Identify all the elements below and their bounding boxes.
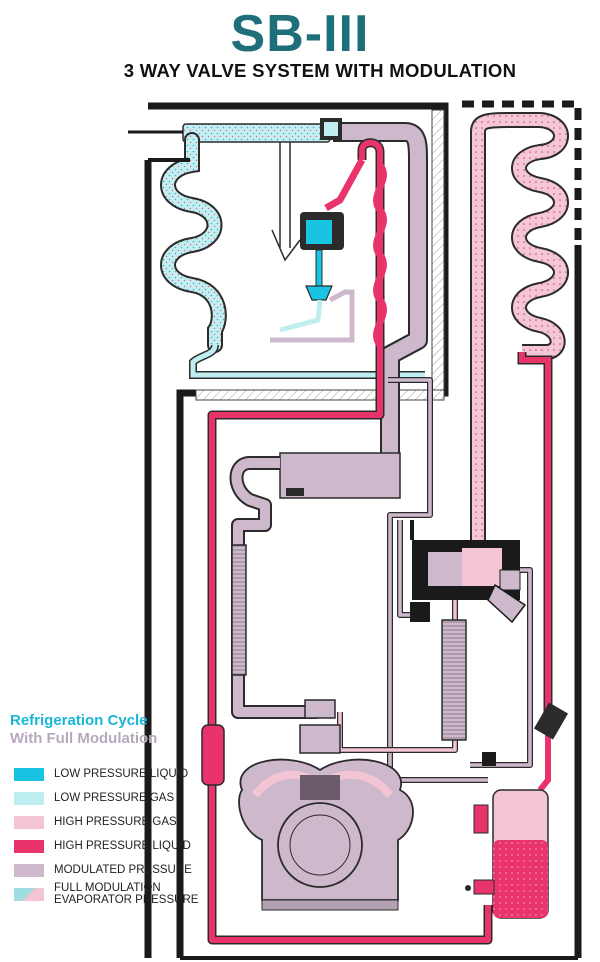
legend-label: FULL MODULATION EVAPORATOR PRESSURE (54, 882, 199, 906)
legend-item: HIGH PRESSURE LIQUID (14, 836, 191, 856)
legend-label: HIGH PRESSURE GAS (54, 816, 177, 828)
legend-swatch (14, 839, 44, 853)
legend-item: LOW PRESSURE GAS (14, 788, 174, 808)
legend-swatch (14, 815, 44, 829)
legend-item: MODULATED PRESSURE (14, 860, 192, 880)
modulation-lines (337, 377, 533, 783)
legend-swatch (14, 887, 44, 901)
legend-swatch (14, 863, 44, 877)
legend-label: HIGH PRESSURE LIQUID (54, 840, 191, 852)
page-title: SB-III (230, 5, 370, 63)
modulated-suction-line (229, 122, 428, 719)
three-way-valve (410, 520, 527, 624)
legend: Refrigeration Cycle With Full Modulation… (10, 712, 200, 906)
legend-swatch (14, 791, 44, 805)
legend-item: FULL MODULATION EVAPORATOR PRESSURE (14, 882, 199, 906)
page-subtitle: 3 WAY VALVE SYSTEM WITH MODULATION (123, 60, 517, 81)
legend-label: LOW PRESSURE GAS (54, 792, 175, 804)
legend-label: LOW PRESSURE LIQUID (54, 768, 189, 780)
cabinet-outline (144, 100, 582, 960)
legend-label: MODULATED PRESSURE (54, 864, 192, 876)
receiver-tank (465, 789, 549, 919)
legend-heading: Refrigeration Cycle (10, 712, 148, 729)
legend-subheading: With Full Modulation (10, 730, 158, 747)
high-pressure-liquid-line (201, 138, 493, 945)
legend-swatch (14, 767, 44, 781)
compressor (238, 699, 414, 911)
legend-item: LOW PRESSURE LIQUID (14, 764, 188, 784)
expansion-valve (270, 118, 355, 343)
condenser (470, 112, 569, 792)
legend-item: HIGH PRESSURE GAS (14, 812, 177, 832)
